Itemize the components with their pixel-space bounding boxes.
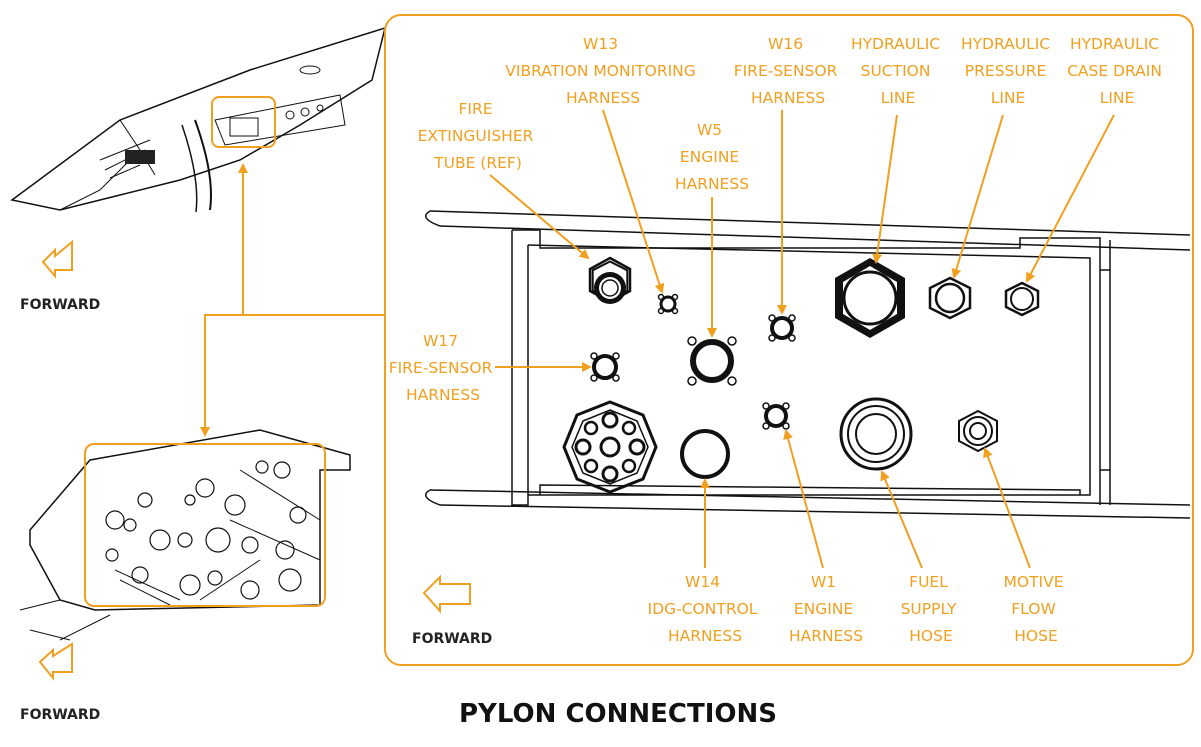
label-w13: W13 VIBRATION MONITORING HARNESS xyxy=(505,35,700,107)
label-hydraulic-suction: HYDRAULIC SUCTION LINE xyxy=(851,35,945,107)
forward-arrow-icon xyxy=(38,642,73,681)
label-fire-extinguisher: FIRE EXTINGUISHER TUBE (REF) xyxy=(418,100,539,172)
label-hydraulic-case-drain: HYDRAULIC CASE DRAIN LINE xyxy=(1067,35,1167,107)
callout-labels: FIRE EXTINGUISHER TUBE (REF) W13 VIBRATI… xyxy=(389,35,1167,645)
w13-vibration-connector xyxy=(657,293,679,315)
label-w16: W16 FIRE-SENSOR HARNESS xyxy=(734,35,843,107)
forward-label-bottom: FORWARD xyxy=(20,707,100,723)
label-w5: W5 ENGINE HARNESS xyxy=(675,121,749,193)
diagram-title: PYLON CONNECTIONS xyxy=(459,699,777,729)
hydraulic-pressure-fitting xyxy=(928,276,972,320)
connector-lines xyxy=(200,163,385,437)
forward-label-top: FORWARD xyxy=(20,297,100,313)
leader-arrows xyxy=(489,109,1115,569)
motive-flow-hose-fitting xyxy=(958,409,998,453)
hydraulic-case-drain-fitting xyxy=(1004,281,1040,317)
w16-fire-sensor-connector xyxy=(768,314,796,342)
label-hydraulic-pressure: HYDRAULIC PRESSURE LINE xyxy=(961,35,1055,107)
multi-pin-octagon-connector xyxy=(562,400,658,494)
label-fuel-supply: FUEL SUPPLY HOSE xyxy=(901,573,962,645)
forward-label-panel: FORWARD xyxy=(412,631,492,647)
fuel-supply-hose-fitting xyxy=(839,397,913,471)
pylon-overview-sketch xyxy=(10,26,387,213)
label-w17: W17 FIRE-SENSOR HARNESS xyxy=(389,332,498,404)
label-w14: W14 IDG-CONTROL HARNESS xyxy=(648,573,763,645)
w5-engine-harness-connector xyxy=(687,336,737,386)
forward-arrow-icon xyxy=(41,239,73,279)
detail-panel-frame xyxy=(384,14,1194,666)
w17-fire-sensor-connector xyxy=(590,352,620,382)
w1-engine-harness-connector xyxy=(762,402,790,430)
closeup-sketch xyxy=(19,429,351,641)
w14-idg-control-connector xyxy=(680,429,730,479)
label-motive-flow: MOTIVE FLOW HOSE xyxy=(1004,573,1069,645)
forward-arrow-icon xyxy=(422,574,471,614)
fire-extinguisher-tube-fitting xyxy=(588,256,632,304)
hydraulic-suction-fitting xyxy=(835,258,905,338)
pylon-box-outline xyxy=(425,210,1191,519)
label-w1: W1 ENGINE HARNESS xyxy=(789,573,863,645)
